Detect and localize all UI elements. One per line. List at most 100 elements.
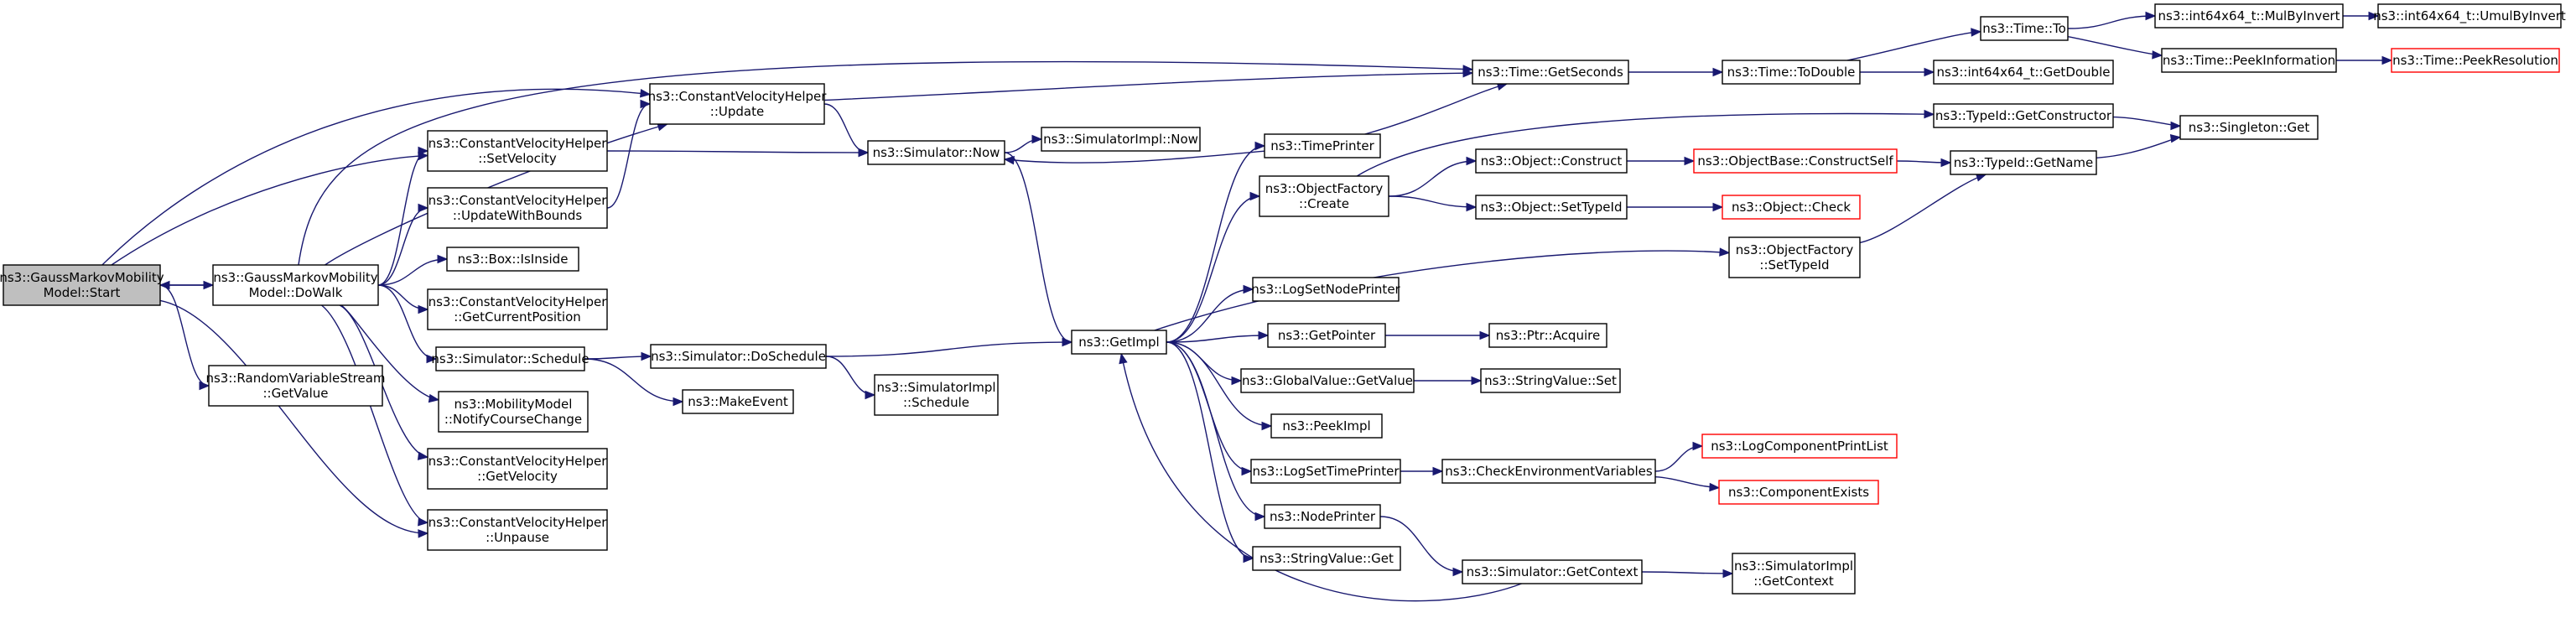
node-peekimpl[interactable]: ns3::PeekImpl (1270, 413, 1383, 439)
node-time_to[interactable]: ns3::Time::To (1980, 16, 2069, 41)
node-box[interactable] (1250, 459, 1401, 484)
node-cvh_setvelocity[interactable]: ns3::ConstantVelocityHelper::SetVelocity (427, 130, 608, 172)
node-mm_notify[interactable]: ns3::MobilityModel::NotifyCourseChange (438, 391, 589, 433)
node-typeid_getconstructor[interactable]: ns3::TypeId::GetConstructor (1933, 103, 2114, 128)
node-box[interactable] (1267, 323, 1386, 348)
node-box[interactable] (427, 187, 608, 229)
node-box[interactable] (1480, 368, 1621, 393)
node-box[interactable] (446, 247, 579, 272)
node-box[interactable] (427, 288, 608, 330)
node-sim_schedule[interactable]: ns3::Simulator::Schedule (431, 346, 589, 371)
node-time_peekinformation[interactable]: ns3::Time::PeekInformation (2161, 48, 2337, 73)
node-box[interactable] (1252, 277, 1400, 302)
node-box[interactable] (1041, 127, 1201, 152)
node-box[interactable] (438, 391, 589, 433)
node-checkenv[interactable]: ns3::CheckEnvironmentVariables (1441, 459, 1656, 484)
node-stringvalue_get[interactable]: ns3::StringValue::Get (1252, 546, 1401, 571)
node-cvh_updatewithbounds[interactable]: ns3::ConstantVelocityHelper::UpdateWithB… (427, 187, 608, 229)
node-sim_doschedule[interactable]: ns3::Simulator::DoSchedule (650, 344, 827, 369)
node-box[interactable] (1933, 60, 2114, 85)
node-getimpl[interactable]: ns3::GetImpl (1071, 330, 1167, 355)
node-rvs_getvalue[interactable]: ns3::RandomVariableStream::GetValue (205, 365, 386, 407)
node-int64_getdouble[interactable]: ns3::int64x64_t::GetDouble (1933, 60, 2114, 85)
node-logsettimeprinter[interactable]: ns3::LogSetTimePrinter (1250, 459, 1401, 484)
node-cvh_getcurrentposition[interactable]: ns3::ConstantVelocityHelper::GetCurrentP… (427, 288, 608, 330)
node-box[interactable] (1270, 413, 1383, 439)
node-objfactory_settypeid[interactable]: ns3::ObjectFactory::SetTypeId (1728, 236, 1861, 278)
node-object_settypeid[interactable]: ns3::Object::SetTypeId (1475, 195, 1628, 220)
node-box[interactable] (1980, 16, 2069, 41)
node-int64_mulbyinvert[interactable]: ns3::int64x64_t::MulByInvert (2154, 3, 2344, 29)
node-ptr_acquire[interactable]: ns3::Ptr::Acquire (1488, 323, 1607, 348)
node-box[interactable] (874, 374, 999, 416)
node-box[interactable] (2154, 3, 2344, 29)
node-cvh_getvelocity[interactable]: ns3::ConstantVelocityHelper::GetVelocity (427, 448, 608, 490)
node-box[interactable] (1722, 60, 1861, 85)
node-box[interactable] (649, 83, 825, 125)
node-getpointer[interactable]: ns3::GetPointer (1267, 323, 1386, 348)
node-cvh_unpause[interactable]: ns3::ConstantVelocityHelper::Unpause (427, 509, 608, 551)
node-timeprinter[interactable]: ns3::TimePrinter (1264, 133, 1381, 158)
node-logcompprintlist[interactable]: ns3::LogComponentPrintList (1701, 434, 1898, 459)
node-box[interactable] (1722, 195, 1861, 220)
node-box[interactable] (2377, 3, 2562, 29)
node-box[interactable] (867, 140, 1005, 165)
node-box[interactable] (1240, 368, 1415, 393)
node-objbase_constructself[interactable]: ns3::ObjectBase::ConstructSelf (1693, 148, 1898, 174)
node-box[interactable] (1718, 480, 1879, 505)
node-box_isinside[interactable]: ns3::Box::IsInside (446, 247, 579, 272)
node-box[interactable] (427, 509, 608, 551)
node-box[interactable] (1950, 150, 2097, 175)
node-box[interactable] (1462, 559, 1643, 584)
node-time_getseconds[interactable]: ns3::Time::GetSeconds (1472, 60, 1629, 85)
node-sim_getcontext[interactable]: ns3::Simulator::GetContext (1462, 559, 1643, 584)
node-box[interactable] (2391, 48, 2560, 73)
node-simimpl_schedule[interactable]: ns3::SimulatorImpl::Schedule (874, 374, 999, 416)
node-box[interactable] (427, 448, 608, 490)
node-nodeprinter[interactable]: ns3::NodePrinter (1264, 504, 1381, 529)
node-singleton_get[interactable]: ns3::Singleton::Get (2179, 115, 2319, 140)
node-time_todouble[interactable]: ns3::Time::ToDouble (1722, 60, 1861, 85)
node-typeid_getname[interactable]: ns3::TypeId::GetName (1950, 150, 2097, 175)
node-box[interactable] (682, 389, 794, 414)
node-box[interactable] (212, 264, 379, 306)
node-box[interactable] (3, 264, 161, 306)
node-makeevent[interactable]: ns3::MakeEvent (682, 389, 794, 414)
node-box[interactable] (1933, 103, 2114, 128)
node-objfactory_create[interactable]: ns3::ObjectFactory::Create (1259, 175, 1389, 217)
node-box[interactable] (427, 130, 608, 172)
node-box[interactable] (1728, 236, 1861, 278)
node-box[interactable] (1475, 148, 1628, 174)
node-cvh_update[interactable]: ns3::ConstantVelocityHelper::Update (648, 83, 828, 125)
node-box[interactable] (2179, 115, 2319, 140)
node-box[interactable] (1488, 323, 1607, 348)
node-object_construct[interactable]: ns3::Object::Construct (1475, 148, 1628, 174)
node-box[interactable] (1701, 434, 1898, 459)
node-box[interactable] (1472, 60, 1629, 85)
node-simimpl_getcontext[interactable]: ns3::SimulatorImpl::GetContext (1732, 553, 1856, 595)
node-box[interactable] (1441, 459, 1656, 484)
node-box[interactable] (1264, 133, 1381, 158)
node-object_check[interactable]: ns3::Object::Check (1722, 195, 1861, 220)
node-box[interactable] (1252, 546, 1401, 571)
node-box[interactable] (1259, 175, 1389, 217)
node-box[interactable] (1264, 504, 1381, 529)
node-time_peekresolution[interactable]: ns3::Time::PeekResolution (2391, 48, 2560, 73)
node-box[interactable] (2161, 48, 2337, 73)
node-int64_umulbyinvert[interactable]: ns3::int64x64_t::UmulByInvert (2373, 3, 2566, 29)
node-componentexists[interactable]: ns3::ComponentExists (1718, 480, 1879, 505)
node-box[interactable] (435, 346, 585, 371)
node-box[interactable] (1071, 330, 1167, 355)
node-box[interactable] (1693, 148, 1898, 174)
node-logsetnodeprinter[interactable]: ns3::LogSetNodePrinter (1251, 277, 1401, 302)
node-box[interactable] (650, 344, 827, 369)
node-box[interactable] (1475, 195, 1628, 220)
node-box[interactable] (1732, 553, 1856, 595)
node-box[interactable] (208, 365, 383, 407)
node-simimpl_now[interactable]: ns3::SimulatorImpl::Now (1041, 127, 1201, 152)
node-globalvalue_getvalue[interactable]: ns3::GlobalValue::GetValue (1240, 368, 1415, 393)
node-stringvalue_set[interactable]: ns3::StringValue::Set (1480, 368, 1621, 393)
node-sim_now[interactable]: ns3::Simulator::Now (867, 140, 1005, 165)
